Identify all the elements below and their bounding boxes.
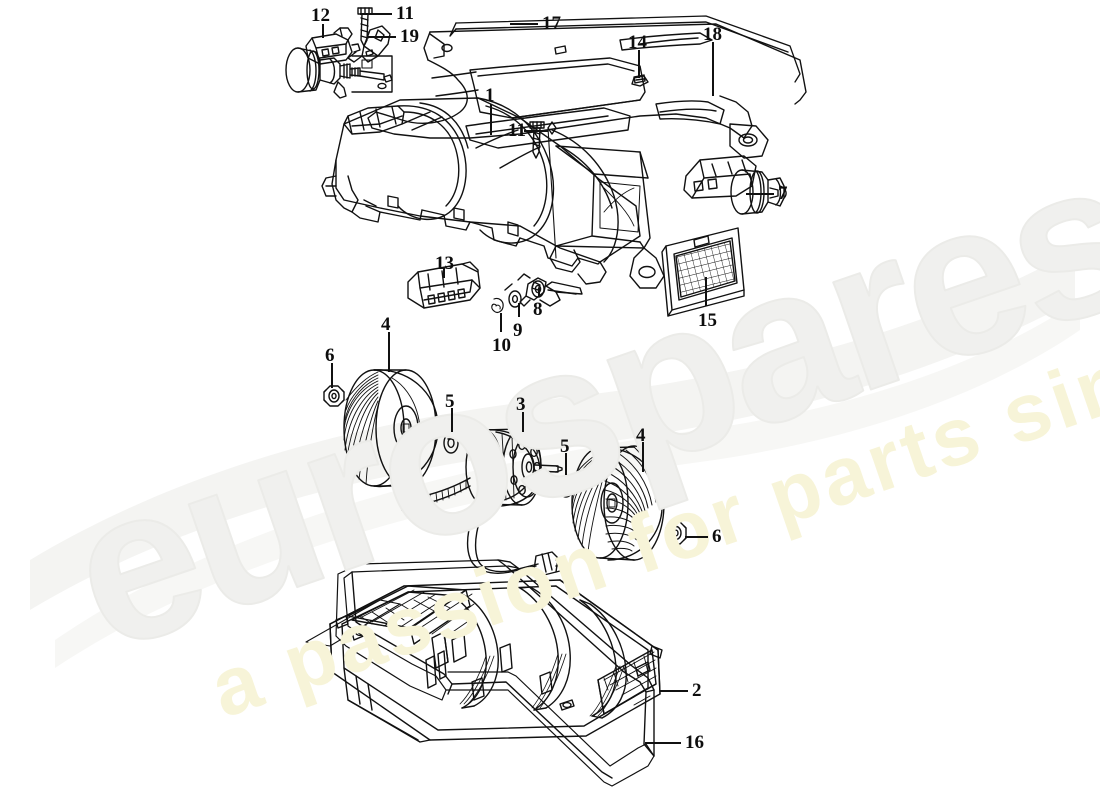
callout-number-2-heater-housing-lower[interactable]: 2: [692, 680, 702, 701]
callout-number-12-vacuum-switch[interactable]: 12: [311, 5, 330, 26]
callout-number-6-fan-wheel-nut[interactable]: 6: [712, 526, 722, 547]
callout-leader-line-7: [746, 193, 774, 195]
callout-number-8-flap-lever[interactable]: 8: [533, 299, 543, 320]
callout-number-9-washer[interactable]: 9: [513, 320, 523, 341]
part-7-vacuum-servo-motor: [683, 155, 787, 215]
callout-leader-line-12: [322, 24, 324, 38]
callout-number-1-heater-housing-upper[interactable]: 1: [485, 85, 495, 106]
part-2-heater-housing-lower: [305, 579, 663, 743]
callout-leader-line-10: [500, 313, 502, 332]
part-9-washer: [508, 290, 522, 308]
part-1-heater-housing-upper: [321, 97, 665, 289]
part-10-spring-clip: [491, 297, 504, 313]
callout-number-5-spacer-washer[interactable]: 5: [560, 436, 570, 457]
part-18-cowl-cover-panel: [367, 23, 807, 159]
callout-leader-line-2: [660, 690, 688, 692]
callout-number-3-blower-motor[interactable]: 3: [516, 394, 526, 415]
callout-number-5-spacer-washer[interactable]: 5: [445, 391, 455, 412]
callout-leader-line-5: [451, 408, 453, 432]
part-16-housing-gasket-seal: [335, 559, 655, 787]
callout-number-6-fan-wheel-nut[interactable]: 6: [325, 345, 335, 366]
callout-leader-line-6: [685, 536, 708, 538]
callout-number-7-vacuum-servo-motor[interactable]: 7: [778, 183, 788, 204]
callout-leader-line-6: [331, 363, 333, 388]
part-14-clip-nut: [631, 75, 649, 87]
part-6-fan-wheel-nut-left: [323, 385, 345, 407]
part-11-tapping-screw-lower: [529, 121, 545, 159]
callout-leader-line-5: [565, 453, 567, 475]
part-13-temperature-sensor: [407, 261, 481, 309]
part-5-spacer-washer-left: [443, 432, 459, 454]
callout-leader-line-15: [705, 277, 707, 306]
callout-number-13-temperature-sensor[interactable]: 13: [435, 253, 454, 274]
part-15-air-filter-grille: [661, 227, 745, 317]
callout-leader-line-1: [490, 104, 492, 135]
callout-number-4-blower-fan-wheel[interactable]: 4: [636, 425, 646, 446]
callout-leader-line-9: [518, 303, 520, 317]
part-17-water-deflector-seal: [449, 15, 801, 83]
callout-number-16-housing-gasket-seal[interactable]: 16: [685, 732, 704, 753]
callout-number-18-cowl-cover-panel[interactable]: 18: [703, 24, 722, 45]
vacuum-actuator-assembly: [285, 47, 393, 99]
watermark-graphic: [30, 250, 1080, 668]
callout-leader-line-11: [360, 13, 392, 15]
callout-leader-line-18: [712, 42, 714, 96]
part-4-blower-fan-wheel-left: [343, 369, 439, 488]
callout-leader-line-14: [638, 50, 640, 78]
callout-leader-line-3: [522, 412, 524, 432]
flap-lever-linkage: [504, 273, 531, 291]
callout-leader-line-17: [510, 23, 538, 25]
callout-leader-line-19: [368, 36, 396, 38]
callout-number-11-tapping-screw[interactable]: 11: [508, 120, 526, 141]
callout-leader-line-11: [524, 130, 548, 132]
callout-leader-line-13: [443, 268, 445, 278]
callout-number-14-clip-nut[interactable]: 14: [628, 32, 647, 53]
part-4-blower-fan-wheel-right: [571, 445, 665, 561]
part-8-flap-lever: [519, 277, 583, 307]
callout-number-11-tapping-screw[interactable]: 11: [396, 3, 414, 24]
callout-number-4-blower-fan-wheel[interactable]: 4: [381, 314, 391, 335]
callout-leader-line-4: [642, 442, 644, 472]
callout-leader-line-16: [645, 742, 681, 744]
callout-number-15-air-filter-grille[interactable]: 15: [698, 310, 717, 331]
callout-number-19-retaining-bracket[interactable]: 19: [400, 26, 419, 47]
callout-number-17-water-deflector-seal[interactable]: 17: [542, 13, 561, 34]
callout-number-10-spring-clip[interactable]: 10: [492, 335, 511, 356]
callout-leader-line-4: [388, 332, 390, 372]
part-6-fan-wheel-nut-right: [665, 521, 687, 545]
callout-leader-line-8: [538, 288, 540, 296]
